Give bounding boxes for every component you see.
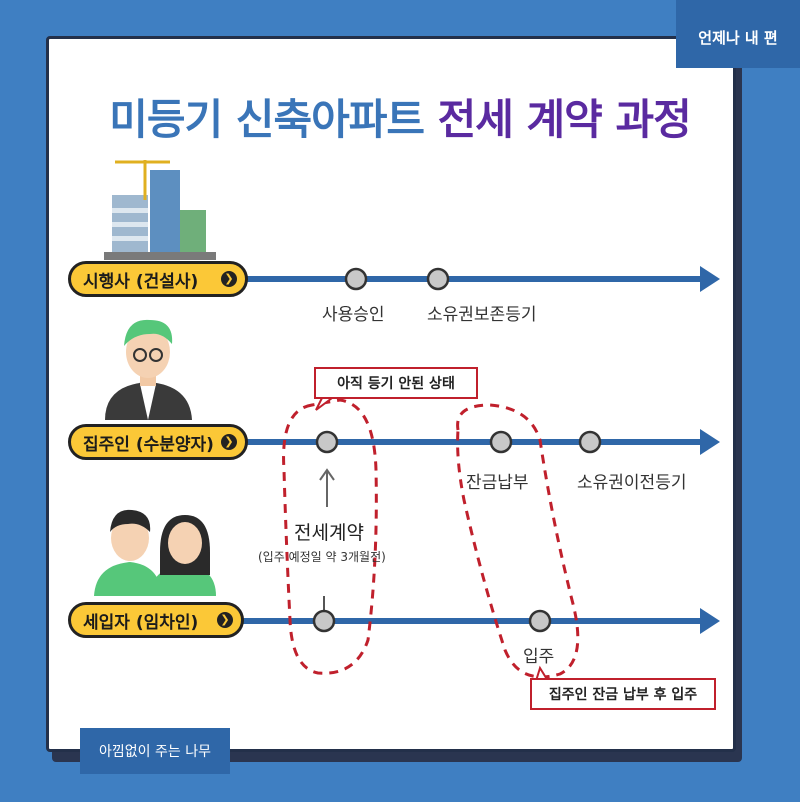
row3-arrowhead: [700, 608, 720, 634]
row1-milestone-1: 사용승인: [322, 305, 385, 325]
contract-up-arrowhead: [319, 468, 335, 481]
row3-milestone-1: 입주: [523, 647, 555, 667]
row2-milestone-2-dot: [578, 430, 602, 454]
chevron-right-icon: ❯: [217, 612, 233, 628]
row3-label: 세입자 (임차인) ❯: [68, 602, 244, 638]
row2-milestone-1: 잔금납부: [466, 473, 529, 493]
corner-tag-bottom: 아낌없이 주는 나무: [80, 728, 230, 774]
building-illustration: [104, 160, 216, 260]
callout-move-in: 집주인 잔금 납부 후 입주: [530, 678, 716, 710]
row2-label: 집주인 (수분양자) ❯: [68, 424, 248, 460]
row3-contract-dot: [312, 609, 336, 633]
dashed-region-contract: [282, 398, 378, 675]
title-part2: 전세 계약 과정: [437, 95, 692, 144]
title-part1: 미등기 신축아파트: [109, 95, 425, 144]
callout-top-pointer: [315, 397, 335, 411]
contract-note: (입주 예정일 약 3개월전): [258, 550, 386, 564]
dashed-region-movein: [456, 403, 580, 679]
tenant-illustration: [94, 509, 216, 596]
row1-arrowhead: [700, 266, 720, 292]
row1-label-text: 시행사 (건설사): [83, 271, 199, 292]
row3-milestone-1-dot: [528, 609, 552, 633]
chevron-right-icon: ❯: [221, 271, 237, 287]
row1-milestone-1-dot: [344, 267, 368, 291]
row1-milestone-2: 소유권보존등기: [427, 305, 537, 325]
row2-milestone-1-dot: [489, 430, 513, 454]
row2-contract-dot: [315, 430, 339, 454]
row3-label-text: 세입자 (임차인): [83, 612, 199, 633]
row2-arrowhead: [700, 429, 720, 455]
row2-milestone-2: 소유권이전등기: [577, 473, 687, 493]
callout-not-registered: 아직 등기 안된 상태: [314, 367, 478, 399]
contract-label: 전세계약: [294, 522, 364, 544]
chevron-right-icon: ❯: [221, 434, 237, 450]
landlord-illustration: [105, 319, 192, 420]
row1-milestone-2-dot: [426, 267, 450, 291]
row2-label-text: 집주인 (수분양자): [83, 434, 214, 455]
page-title: 미등기 신축아파트 전세 계약 과정: [0, 86, 800, 147]
row1-label: 시행사 (건설사) ❯: [68, 261, 248, 297]
corner-tag-top: 언제나 내 편: [676, 0, 800, 68]
